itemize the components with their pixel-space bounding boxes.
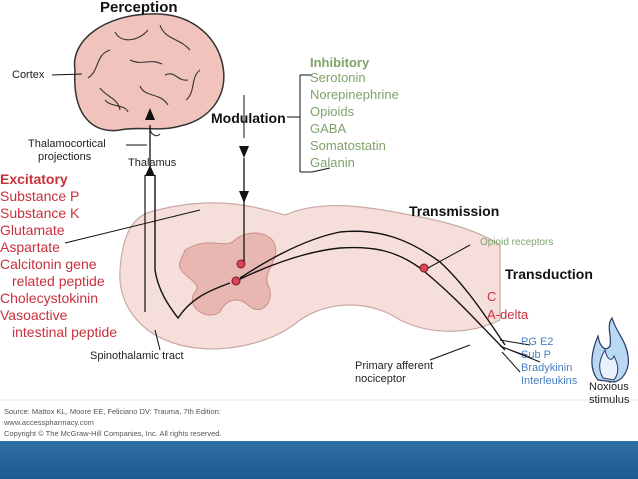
leader-lines (51, 73, 471, 361)
noxious-stimulus-label-line1: Noxious (589, 381, 629, 393)
footer-bar (0, 441, 638, 479)
spinal-cord-illustration (119, 125, 541, 373)
inhibitory-item: Norepinephrine (310, 87, 399, 102)
source-line1: Source: Mattox KL, Moore EE, Feliciano D… (4, 407, 221, 416)
mediator-item: Bradykinin (521, 362, 573, 374)
diagram-graphics (0, 13, 638, 401)
noxious-stimulus-label-line2: stimulus (589, 394, 630, 406)
transduction-label: Transduction (505, 266, 593, 282)
excitatory-item: Calcitonin gene (0, 256, 97, 272)
mediator-list: PG E2 Sub P Bradykinin Interleukins (521, 337, 577, 389)
excitatory-item: intestinal peptide (12, 324, 118, 340)
thalamocortical-label-line2: projections (38, 151, 92, 163)
transmission-label: Transmission (409, 203, 500, 219)
excitatory-item: Substance P (0, 188, 80, 204)
spinothalamic-tract-label: Spinothalamic tract (90, 350, 184, 362)
excitatory-item: Substance K (0, 205, 80, 221)
excitatory-item: Cholecystokinin (0, 290, 99, 306)
excitatory-item: Vasoactive (0, 307, 68, 323)
brain-illustration (73, 13, 225, 137)
source-line3: Copyright © The McGraw-Hill Companies, I… (4, 429, 222, 438)
excitatory-item: Aspartate (0, 239, 60, 255)
excitatory-item: Glutamate (0, 222, 65, 238)
inhibitory-item: Galanin (310, 155, 355, 170)
fiber-a-delta-label: A-delta (487, 307, 529, 322)
excitatory-item: related peptide (12, 273, 105, 289)
mediator-item: Sub P (521, 349, 551, 361)
inhibitory-item: Somatostatin (310, 138, 386, 153)
perception-label: Perception (100, 0, 178, 16)
mediator-item: PG E2 (521, 336, 554, 348)
thalamus-label: Thalamus (128, 157, 177, 169)
inhibitory-title: Inhibitory (310, 55, 370, 70)
cortex-label: Cortex (12, 69, 45, 81)
primary-afferent-label-line2: nociceptor (355, 373, 406, 385)
thalamocortical-label-line1: Thalamocortical (28, 138, 106, 150)
opioid-receptors-label: Opioid receptors (480, 237, 554, 248)
inhibitory-list: Inhibitory Serotonin Norepinephrine Opio… (310, 56, 399, 173)
inhibitory-item: Serotonin (310, 70, 366, 85)
excitatory-list: Excitatory Substance P Substance K Gluta… (0, 172, 117, 342)
primary-afferent-label-line1: Primary afferent (355, 360, 434, 372)
inhibitory-item: Opioids (310, 104, 355, 119)
excitatory-title: Excitatory (0, 171, 68, 187)
modulation-label: Modulation (211, 110, 286, 126)
source-line2: www.accesspharmacy.com (4, 418, 94, 427)
mediator-item: Interleukins (521, 375, 578, 387)
fiber-c-label: C (487, 289, 497, 304)
inhibitory-item: GABA (310, 121, 347, 136)
flame-icon (591, 316, 629, 383)
